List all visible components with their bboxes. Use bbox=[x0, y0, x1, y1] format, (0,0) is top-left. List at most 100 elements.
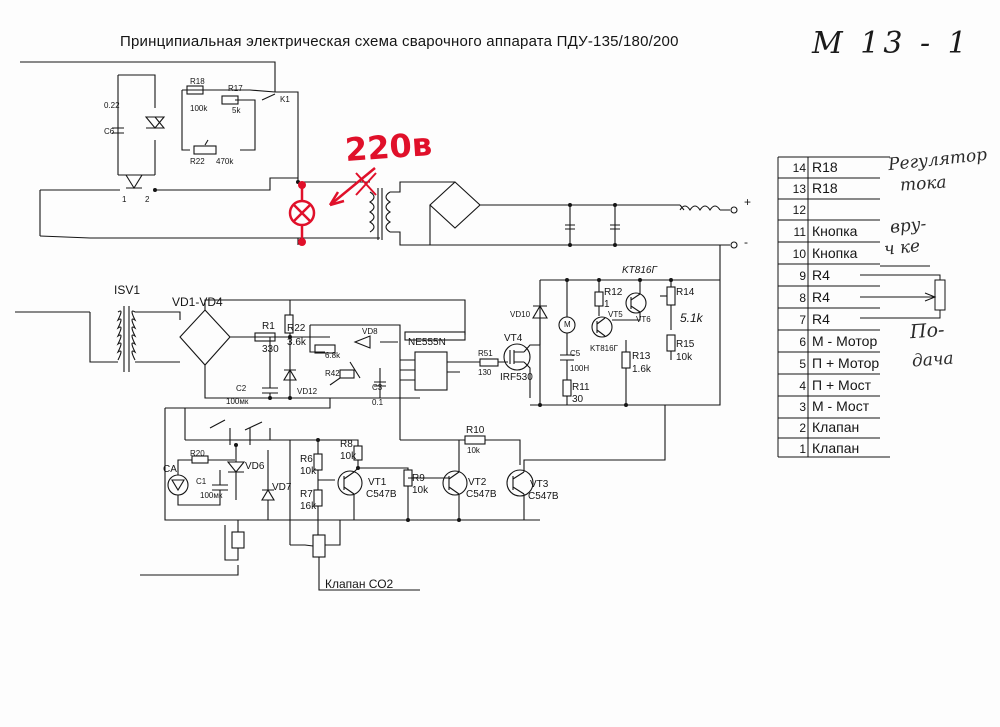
terminal-label: М - Мотор bbox=[812, 333, 878, 349]
c6-label: C6 bbox=[104, 127, 115, 136]
r1-label: R1 bbox=[262, 321, 275, 332]
bridge-rectifier-main bbox=[429, 181, 481, 229]
c5-value: 100Н bbox=[570, 364, 590, 373]
c3-label: C3 bbox=[372, 383, 383, 392]
resistor-r1 bbox=[254, 332, 276, 342]
output-terminal-minus bbox=[730, 241, 738, 249]
r8-value: 10k bbox=[340, 451, 357, 462]
r13-value: 1.6k bbox=[632, 364, 651, 375]
vd6-label: VD6 bbox=[245, 461, 265, 472]
sheet-number: М 13 - 1 bbox=[812, 26, 971, 61]
c1-value: 100мк bbox=[200, 491, 223, 500]
r51-label: R51 bbox=[478, 349, 493, 358]
valve-potentiometer bbox=[312, 534, 326, 558]
r42-value: 6.8k bbox=[325, 351, 341, 360]
page-title: Принципиальная электрическая схема сваро… bbox=[120, 33, 679, 50]
r6-value: 10k bbox=[300, 466, 317, 477]
r10-label: R10 bbox=[466, 425, 485, 436]
terminal-number: 14 bbox=[792, 161, 806, 175]
ic-ne555 bbox=[414, 351, 448, 391]
vt4-label: VT4 bbox=[504, 333, 523, 344]
inductor-output bbox=[679, 205, 721, 212]
resistor-r51 bbox=[479, 358, 499, 367]
note-regulator-line2: тока bbox=[899, 172, 948, 196]
c2-label: C2 bbox=[236, 384, 247, 393]
terminal-number: 7 bbox=[799, 313, 806, 327]
resistor-r13 bbox=[621, 351, 631, 369]
vd8-label: VD8 bbox=[362, 327, 378, 336]
terminal-label: Кнопка bbox=[812, 223, 858, 239]
note-feed-line1: По- bbox=[909, 318, 946, 344]
r12-value: 1 bbox=[604, 299, 610, 310]
terminal-label: П + Мост bbox=[812, 377, 872, 393]
red-annotation bbox=[288, 167, 377, 242]
terminal-number: 10 bbox=[792, 247, 806, 261]
minus-terminal-label: - bbox=[744, 235, 748, 249]
terminal-label: Кнопка bbox=[812, 245, 858, 261]
transistor-vt2 bbox=[442, 470, 468, 496]
vd10-label: VD10 bbox=[510, 310, 531, 319]
pin-2-label: 2 bbox=[145, 195, 150, 204]
diode-vd12 bbox=[283, 368, 297, 381]
wire-top-loop bbox=[20, 61, 299, 110]
r22-label: R22 bbox=[287, 323, 306, 334]
junction-dots bbox=[153, 180, 673, 522]
transistor-vt5 bbox=[591, 316, 613, 338]
terminal-number: 8 bbox=[799, 291, 806, 305]
c2-value: 100мк bbox=[226, 397, 249, 406]
resistor-r12 bbox=[594, 291, 604, 307]
r8-label: R8 bbox=[340, 439, 353, 450]
transistor-vt1 bbox=[337, 470, 363, 496]
terminal-label: Клапан bbox=[812, 440, 860, 456]
transformer-primary bbox=[368, 191, 375, 233]
r13-label: R13 bbox=[632, 351, 651, 362]
terminal-number: 3 bbox=[799, 400, 806, 414]
r22-top-value: 470k bbox=[216, 157, 234, 166]
transistor-vt6 bbox=[625, 292, 647, 314]
r11-label: R11 bbox=[572, 382, 590, 393]
note-feed-line2: дача bbox=[911, 348, 955, 372]
vt6-label: VT6 bbox=[636, 315, 651, 324]
terminal-number: 5 bbox=[799, 357, 806, 371]
resistor-r4 bbox=[934, 279, 946, 311]
terminal-label: R18 bbox=[812, 180, 838, 196]
vt2-label: VT2 bbox=[468, 477, 487, 488]
bridge-rectifier-vd1-vd4 bbox=[179, 309, 231, 366]
output-terminal-plus bbox=[730, 206, 738, 214]
r1-value: 330 bbox=[262, 344, 279, 355]
resistor-r14 bbox=[666, 286, 676, 306]
valve-co2-label: Клапан СО2 bbox=[325, 577, 394, 591]
kt816-bottom-label: KT816Г bbox=[590, 344, 618, 353]
ne555-label: NE555N bbox=[408, 337, 446, 348]
plus-terminal-label: + bbox=[744, 195, 752, 209]
r17-label: R17 bbox=[228, 84, 243, 93]
r11-value: 30 bbox=[572, 394, 584, 405]
resistor-r11 bbox=[562, 379, 572, 397]
capacitor-c1 bbox=[212, 484, 228, 491]
transformer-secondary bbox=[385, 191, 392, 233]
ca-label: CA bbox=[163, 464, 177, 475]
resistor-r18 bbox=[186, 85, 204, 95]
c1-label: C1 bbox=[196, 477, 207, 486]
isv1-label: ISV1 bbox=[114, 283, 141, 297]
mosfet-vt4 bbox=[503, 343, 531, 371]
terminal-number: 4 bbox=[799, 379, 806, 393]
r7-label: R7 bbox=[300, 489, 313, 500]
resistor-r22 bbox=[284, 314, 294, 334]
vt1-type: C547B bbox=[366, 489, 397, 500]
terminal-label: Клапан bbox=[812, 419, 860, 435]
thyristor bbox=[125, 174, 143, 190]
terminal-number: 1 bbox=[799, 442, 806, 456]
r9-label: R9 bbox=[412, 473, 425, 484]
relay-contacts bbox=[209, 419, 263, 431]
c6-value: 0.22 bbox=[104, 101, 120, 110]
r17-value: 5k bbox=[232, 106, 241, 115]
terminal-label: R4 bbox=[812, 311, 830, 327]
r22-value: 3.6k bbox=[287, 337, 306, 348]
diode-vd8 bbox=[353, 335, 371, 349]
resistor-r22-top bbox=[193, 145, 217, 155]
resistor-r10 bbox=[464, 435, 486, 445]
terminal-label: R4 bbox=[812, 267, 830, 283]
